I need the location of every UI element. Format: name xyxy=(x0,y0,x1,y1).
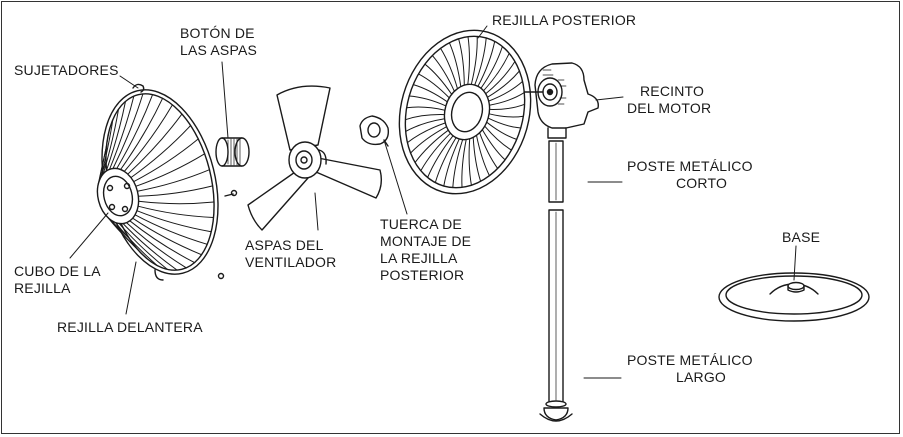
label-cubo-rejilla: CUBO DE LA REJILLA xyxy=(14,263,101,296)
label-tuerca-montaje: TUERCA DE MONTAJE DE LA REJILLA POSTERIO… xyxy=(380,216,472,283)
base-drawing xyxy=(718,272,870,322)
rear-nut-drawing xyxy=(359,115,390,147)
label-sujetadores: SUJETADORES xyxy=(14,62,119,78)
fan-blades-drawing xyxy=(247,85,383,231)
leader-lines xyxy=(69,25,797,379)
label-rejilla-posterior: REJILLA POSTERIOR xyxy=(492,12,637,28)
label-rejilla-delantera: REJILLA DELANTERA xyxy=(57,319,203,335)
blade-button-drawing xyxy=(215,137,250,167)
motor-housing-drawing xyxy=(523,62,599,139)
short-pole-drawing xyxy=(548,140,564,203)
long-pole-drawing xyxy=(539,209,573,422)
label-recinto-motor: RECINTO DEL MOTOR xyxy=(627,83,712,116)
label-base: BASE xyxy=(782,229,821,245)
rear-grille-drawing xyxy=(398,29,532,195)
label-aspas-ventilador: ASPAS DEL VENTILADOR xyxy=(245,237,337,270)
label-boton-aspas: BOTÓN DE LAS ASPAS xyxy=(180,25,258,58)
front-grille-drawing xyxy=(96,83,238,281)
label-poste-corto: POSTE METÁLICO CORTO xyxy=(627,158,753,191)
label-poste-largo: POSTE METÁLICO LARGO xyxy=(627,352,753,385)
